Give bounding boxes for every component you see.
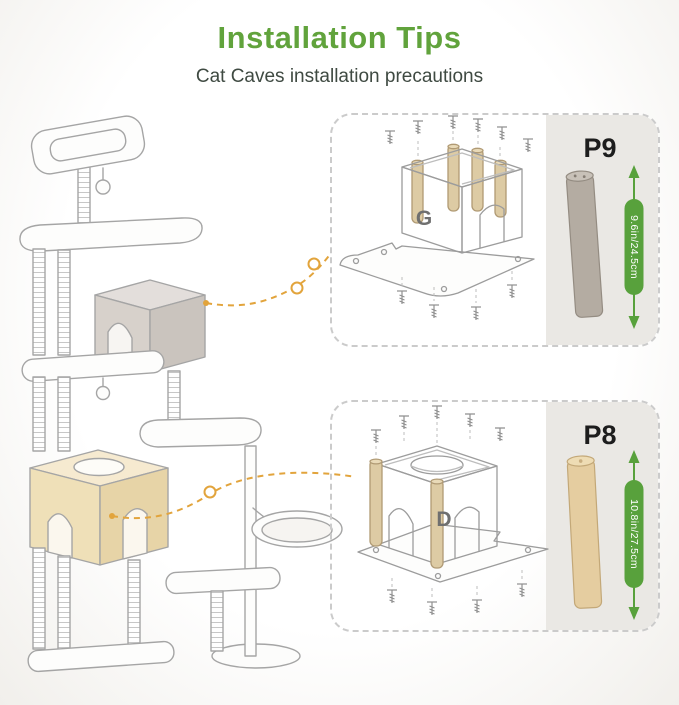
hammock: [251, 507, 343, 548]
panel-cave-g: G P9 9.6in/24.5cm: [330, 113, 660, 347]
part-letter-label: D: [436, 508, 451, 531]
beige-cat-cave: [29, 449, 169, 566]
cave-arch-opening: [454, 506, 480, 559]
scratching-post-base: [210, 590, 224, 652]
panel-cave-d: D P8 10.8in/27.5cm: [330, 400, 660, 632]
screws-bottom: [386, 583, 528, 616]
cave-arch-opening: [47, 513, 73, 559]
top-perch: [30, 115, 146, 175]
measurement-label: 10.8in/27.5cm: [628, 499, 640, 569]
perch-post: [77, 159, 91, 227]
part-code-label: P8: [583, 420, 616, 450]
assembly-guide-lines: [401, 131, 513, 303]
lower-right-platform: [165, 566, 281, 595]
support-pole: [244, 445, 257, 657]
page-title: Installation Tips: [217, 20, 462, 55]
measurement-badge: [624, 480, 644, 588]
hanging-ball-middle: [95, 377, 111, 401]
top-platform: [19, 217, 203, 252]
bottom-platform: [27, 640, 175, 673]
cave-top-hole: [73, 457, 125, 477]
cave-arch-opening: [122, 508, 148, 560]
cave-g-diagram: G P9 9.6in/24.5cm: [339, 115, 644, 329]
measurement-badge: [624, 199, 644, 295]
part-letter-label: G: [416, 207, 432, 230]
middle-platform: [21, 350, 165, 382]
post-p9-illustration: [565, 170, 604, 318]
post-p8-illustration: [566, 455, 603, 609]
cat-tree-illustration: [19, 115, 343, 673]
corner-platform: [139, 417, 262, 448]
page-subtitle: Cat Caves installation precautions: [195, 66, 484, 87]
hanging-ball-top: [95, 167, 111, 195]
screws-top: [370, 405, 506, 444]
base-plate: [357, 523, 549, 583]
scratching-posts-middle: [32, 370, 181, 452]
cave-arch-opening: [479, 204, 505, 248]
cave-top-hole: [410, 455, 464, 475]
assembly-guide-lines: [375, 422, 523, 600]
scratching-posts-upper: [32, 248, 71, 356]
scratching-posts-lower: [32, 547, 141, 655]
cave-mounting-posts: [369, 458, 444, 569]
cave-d-diagram: D P8 10.8in/27.5cm: [357, 405, 644, 620]
cave-arch-opening: [388, 508, 414, 556]
part-code-label: P9: [583, 133, 616, 163]
base-plate: [339, 242, 535, 297]
measurement-label: 9.6in/24.5cm: [628, 215, 640, 279]
